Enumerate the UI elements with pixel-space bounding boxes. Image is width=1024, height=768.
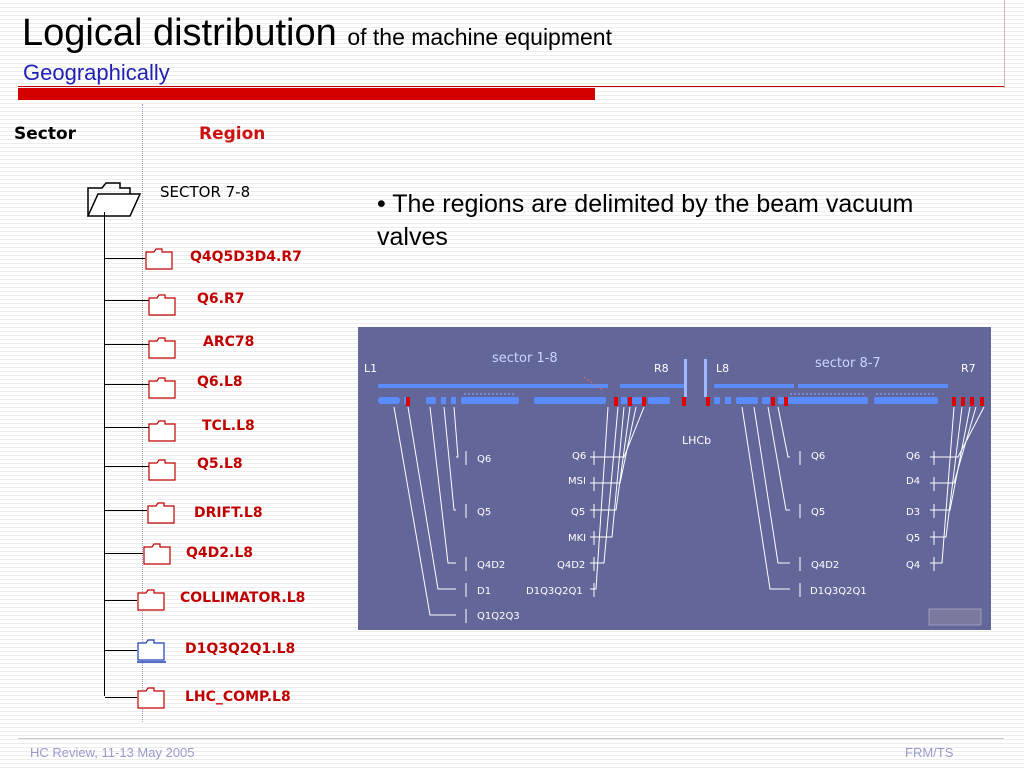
tree-branch: [105, 510, 147, 511]
magnet-label: Q5: [477, 507, 491, 518]
magnet-label: D1Q3Q2Q1: [526, 586, 583, 597]
magnet-label: D1Q3Q2Q1: [810, 586, 867, 597]
tree-item-label[interactable]: Q6.L8: [197, 374, 243, 390]
magnet-label: MKI: [568, 533, 586, 544]
tree-item-label[interactable]: COLLIMATOR.L8: [180, 590, 306, 606]
title-rule-thin: [18, 86, 1004, 87]
end-label-r8: R8: [654, 362, 669, 375]
leader-lines: [393, 406, 985, 616]
folder-icon[interactable]: [137, 639, 167, 663]
magnet-label: Q4D2: [477, 560, 505, 571]
folder-icon[interactable]: [137, 687, 165, 709]
tree-item-label[interactable]: D1Q3Q2Q1.L8: [185, 641, 296, 657]
tree-branch: [105, 427, 149, 428]
tree-branch: [105, 697, 137, 698]
tree-item-label[interactable]: Q4D2.L8: [186, 545, 253, 561]
title-rule-red: [18, 88, 595, 100]
lhcb-label: LHCb: [682, 434, 711, 447]
footer-event: HC Review, 11-13 May 2005: [30, 745, 195, 760]
sector-label-8-7: sector 8-7: [815, 356, 881, 371]
magnet-label: Q1Q2Q3: [477, 611, 520, 622]
footer-divider: [18, 738, 1004, 739]
tree-root-label[interactable]: SECTOR 7-8: [160, 183, 251, 201]
tree-branch: [105, 466, 149, 467]
folder-icon[interactable]: [148, 377, 176, 399]
folder-open-icon[interactable]: [86, 180, 142, 218]
tree-item-label[interactable]: TCL.L8: [202, 418, 255, 434]
sector-label-1-8: sector 1-8: [492, 351, 558, 366]
slide-subtitle: Geographically: [23, 60, 170, 85]
ip8-divider: [684, 359, 687, 397]
magnet-label: D4: [906, 476, 920, 487]
vacuum-valves: [406, 397, 984, 406]
tree-item-label[interactable]: LHC_COMP.L8: [185, 689, 291, 705]
tree-trunk-line: [104, 212, 105, 696]
magnet-label: Q6: [477, 454, 491, 465]
folder-icon[interactable]: [145, 248, 173, 270]
magnet-label: Q6: [572, 451, 586, 462]
beamline-diagram: L1 R8 L8 R7 sector 1-8 sector 8-7 LHCb: [358, 327, 991, 630]
title-sub-text: of the machine equipment: [347, 24, 612, 50]
tree-branch: [105, 600, 137, 601]
folder-icon[interactable]: [147, 502, 175, 524]
magnet-label: Q6: [811, 451, 825, 462]
tree-branch: [105, 650, 137, 651]
folder-icon[interactable]: [137, 589, 165, 611]
tree-item-label[interactable]: Q4Q5D3D4.R7: [190, 249, 302, 265]
end-label-l1: L1: [364, 362, 377, 375]
magnet-label: Q5: [571, 507, 585, 518]
tree-item-label[interactable]: DRIFT.L8: [194, 505, 263, 521]
folder-icon[interactable]: [148, 459, 176, 481]
magnet-label: D1: [477, 586, 491, 597]
tree-branch: [105, 258, 145, 259]
magnet-label: Q4D2: [557, 560, 585, 571]
tree-branch: [105, 384, 149, 385]
column-header-region: Region: [199, 124, 266, 144]
magnet-label: Q6: [906, 451, 920, 462]
magnet-label: D3: [906, 507, 920, 518]
tree-item-label[interactable]: ARC78: [203, 334, 255, 350]
footer-group: FRM/TS: [905, 745, 954, 760]
beam-lower: [378, 397, 938, 404]
magnet-label: Q5: [906, 533, 920, 544]
tree-branch: [105, 553, 143, 554]
column-separator: [142, 104, 143, 722]
folder-icon[interactable]: [148, 420, 176, 442]
magnet-label: MSI: [568, 476, 586, 487]
folder-icon[interactable]: [143, 543, 171, 565]
magnet-label: Q5: [811, 507, 825, 518]
folder-icon[interactable]: [148, 294, 176, 316]
end-label-r7: R7: [961, 362, 976, 375]
magnet-label: Q4: [906, 560, 920, 571]
magnet-label: Q4D2: [811, 560, 839, 571]
ip8-divider: [704, 359, 707, 397]
title-main-text: Logical distribution: [22, 12, 337, 54]
title-rule-vertical: [1004, 0, 1005, 88]
bullet-point: • The regions are delimited by the beam …: [377, 190, 914, 251]
beam-upper: [378, 384, 948, 388]
diagram-corner-box: [928, 608, 982, 626]
slide-title: Logical distribution of the machine equi…: [22, 12, 612, 55]
tree-branch: [105, 300, 149, 301]
folder-icon[interactable]: [148, 337, 176, 359]
column-header-sector: Sector: [14, 124, 77, 144]
tree-item-label[interactable]: Q5.L8: [197, 456, 243, 472]
tree-item-label[interactable]: Q6.R7: [197, 291, 245, 307]
end-label-l8: L8: [716, 362, 729, 375]
tree-branch: [105, 344, 149, 345]
